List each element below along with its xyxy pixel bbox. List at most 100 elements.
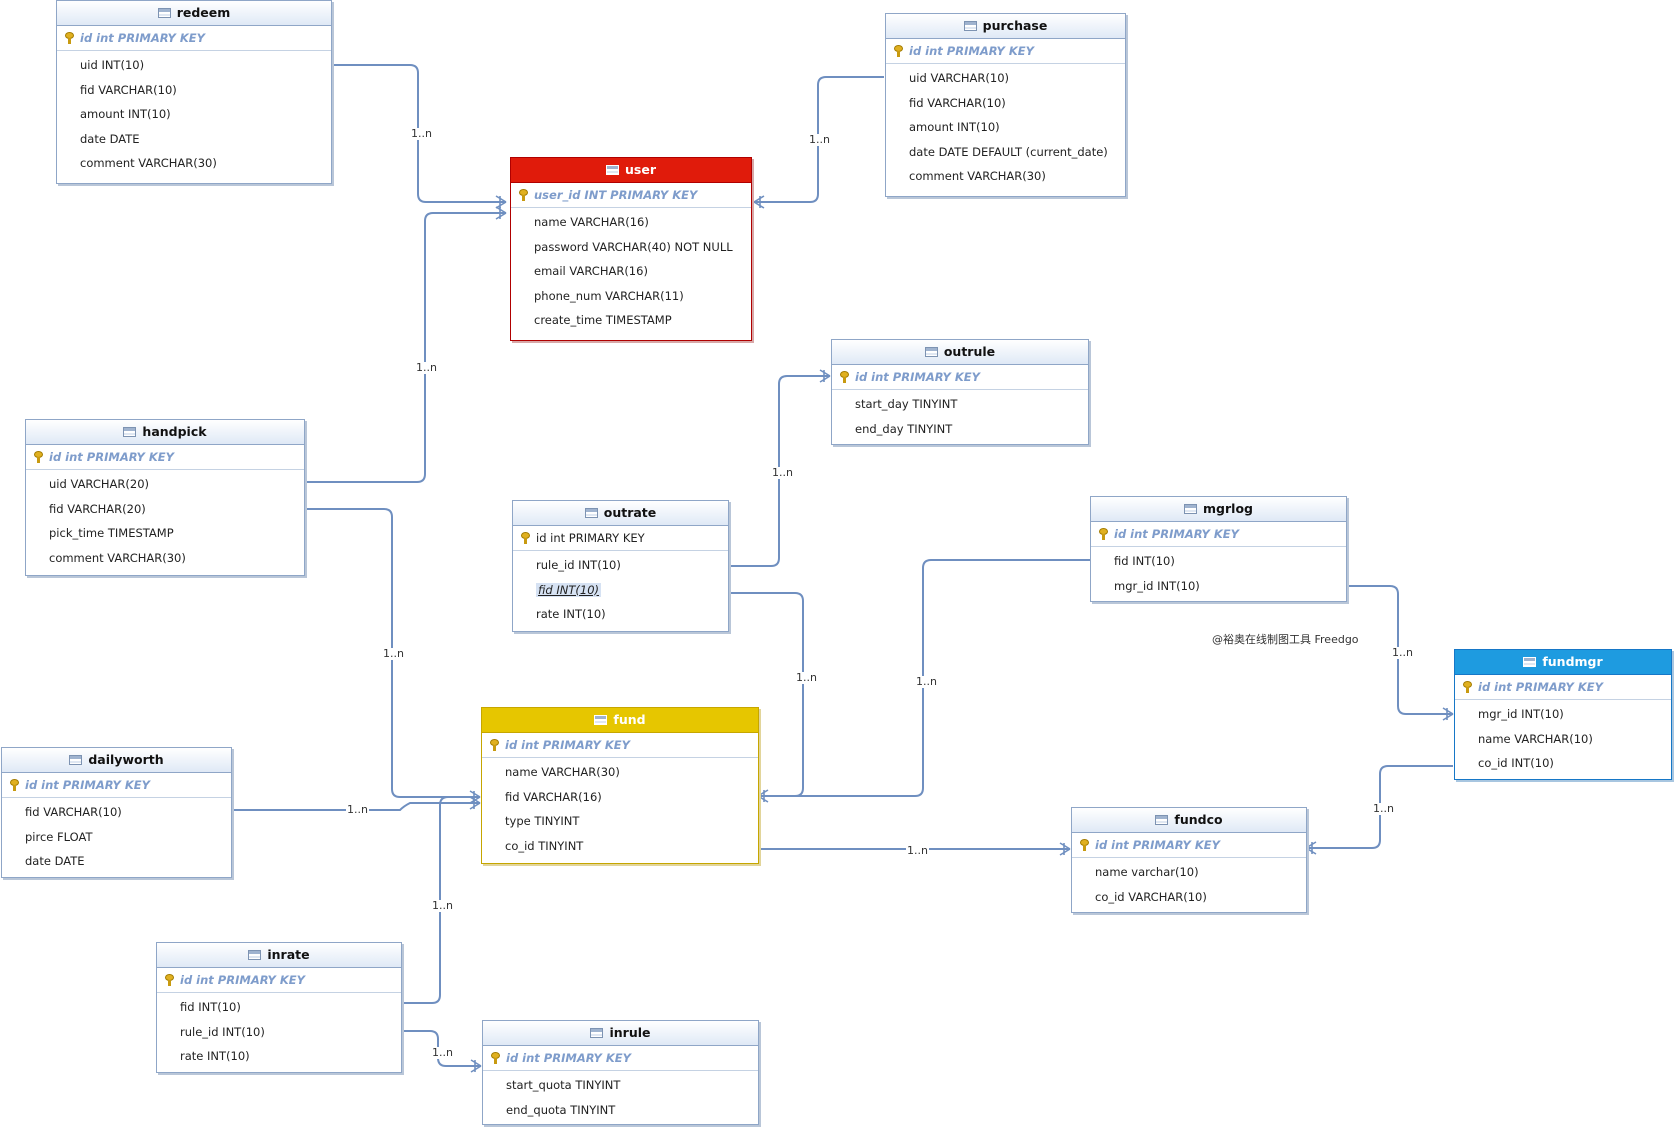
column-row: end_day TINYINT — [855, 421, 953, 436]
multiplicity-label: 1..n — [410, 127, 433, 140]
column-row: comment VARCHAR(30) — [80, 156, 217, 170]
watermark-text: @裕奥在线制图工具 Freedgo — [1212, 633, 1359, 646]
link-handpick-user — [304, 212, 506, 483]
table-name: fund — [613, 712, 646, 727]
primary-key-text: id int PRIMARY KEY — [1478, 680, 1603, 694]
table-inrule[interactable]: inrule id int PRIMARY KEY start_quota TI… — [482, 1020, 759, 1125]
table-user[interactable]: user user_id INT PRIMARY KEY name VARCHA… — [510, 157, 752, 341]
key-icon — [1463, 681, 1472, 693]
table-outrule[interactable]: outrule id int PRIMARY KEY start_day TIN… — [831, 339, 1089, 445]
table-redeem[interactable]: redeem id int PRIMARY KEY uid INT(10) fi… — [56, 0, 332, 184]
primary-key-row: id int PRIMARY KEY — [513, 526, 728, 551]
column-row: rule_id INT(10) — [180, 1024, 265, 1039]
primary-key-row: id int PRIMARY KEY — [157, 968, 401, 993]
multiplicity-label: 1..n — [771, 466, 794, 479]
column-row: co_id TINYINT — [505, 838, 584, 853]
column-row: uid VARCHAR(20) — [49, 477, 149, 491]
key-icon — [521, 532, 530, 544]
table-name: handpick — [142, 424, 207, 439]
table-header: redeem — [57, 1, 331, 26]
column-row: date DATE — [25, 854, 85, 868]
key-icon — [165, 974, 174, 986]
primary-key-text: id int PRIMARY KEY — [1095, 838, 1220, 852]
primary-key-row: id int PRIMARY KEY — [886, 39, 1125, 64]
table-inrate[interactable]: inrate id int PRIMARY KEY fid INT(10) ru… — [156, 942, 402, 1073]
column-row: amount INT(10) — [909, 120, 1000, 134]
table-icon — [248, 950, 262, 960]
table-handpick[interactable]: handpick id int PRIMARY KEY uid VARCHAR(… — [25, 419, 305, 576]
table-icon — [1155, 815, 1169, 825]
column-row: name varchar(10) — [1095, 865, 1199, 879]
table-name: outrate — [603, 505, 657, 520]
primary-key-row: id int PRIMARY KEY — [26, 445, 304, 470]
column-row: name VARCHAR(30) — [505, 765, 620, 779]
table-header: user — [511, 158, 751, 183]
table-fundmgr[interactable]: fundmgr id int PRIMARY KEY mgr_id INT(10… — [1454, 649, 1672, 780]
table-header: outrule — [832, 340, 1088, 365]
column-row: start_day TINYINT — [855, 397, 958, 411]
table-header: dailyworth — [2, 748, 231, 773]
table-header: fundco — [1072, 808, 1306, 833]
primary-key-text: id int PRIMARY KEY — [80, 31, 205, 45]
table-fund[interactable]: fund id int PRIMARY KEY name VARCHAR(30)… — [481, 707, 759, 864]
column-row: pick_time TIMESTAMP — [49, 526, 174, 540]
key-icon — [519, 189, 528, 201]
column-row: fid INT(10) — [180, 1000, 241, 1014]
primary-key-row: user_id INT PRIMARY KEY — [511, 183, 751, 208]
multiplicity-label: 1..n — [431, 1046, 454, 1059]
column-row: rate INT(10) — [536, 607, 606, 621]
table-icon — [69, 755, 83, 765]
column-row: date DATE — [80, 131, 140, 146]
column-row: phone_num VARCHAR(11) — [534, 288, 684, 303]
column-row: fid VARCHAR(10) — [25, 805, 122, 819]
table-icon — [924, 347, 938, 357]
column-row: fid VARCHAR(10) — [80, 82, 177, 97]
table-mgrlog[interactable]: mgrlog id int PRIMARY KEY fid INT(10) mg… — [1090, 496, 1347, 602]
column-row: mgr_id INT(10) — [1114, 578, 1200, 593]
multiplicity-label: 1..n — [906, 844, 929, 857]
multiplicity-label: 1..n — [795, 671, 818, 684]
multiplicity-label: 1..n — [808, 133, 831, 146]
column-row: rule_id INT(10) — [536, 558, 621, 572]
primary-key-text: user_id INT PRIMARY KEY — [534, 188, 698, 202]
table-dailyworth[interactable]: dailyworth id int PRIMARY KEY fid VARCHA… — [1, 747, 232, 878]
column-row-selected[interactable]: fid INT(10) — [513, 578, 728, 603]
column-row: end_quota TINYINT — [506, 1102, 616, 1117]
column-row: name VARCHAR(10) — [1478, 731, 1593, 746]
table-icon — [584, 508, 598, 518]
table-name: outrule — [943, 344, 996, 359]
table-name: redeem — [176, 5, 231, 20]
key-icon — [34, 451, 43, 463]
column-row: rate INT(10) — [180, 1049, 250, 1063]
column-row: mgr_id INT(10) — [1478, 707, 1564, 721]
table-icon — [594, 715, 608, 725]
table-icon — [963, 21, 977, 31]
key-icon — [491, 1052, 500, 1064]
primary-key-row: id int PRIMARY KEY — [1091, 522, 1346, 547]
table-header: inrate — [157, 943, 401, 968]
primary-key-text: id int PRIMARY KEY — [49, 450, 174, 464]
column-row: co_id INT(10) — [1478, 756, 1554, 770]
column-row: comment VARCHAR(30) — [909, 169, 1046, 183]
multiplicity-label: 1..n — [431, 899, 454, 912]
column-row: password VARCHAR(40) NOT NULL — [534, 239, 733, 254]
multiplicity-label: 1..n — [382, 647, 405, 660]
multiplicity-label: 1..n — [1372, 802, 1395, 815]
table-name: user — [625, 162, 656, 177]
table-icon — [157, 8, 171, 18]
primary-key-row: id int PRIMARY KEY — [482, 733, 758, 758]
table-purchase[interactable]: purchase id int PRIMARY KEY uid VARCHAR(… — [885, 13, 1126, 197]
column-row: pirce FLOAT — [25, 829, 93, 844]
column-text: fid INT(10) — [536, 582, 602, 597]
primary-key-text: id int PRIMARY KEY — [505, 738, 630, 752]
table-header: outrate — [513, 501, 728, 526]
primary-key-text: id int PRIMARY KEY — [180, 973, 305, 987]
column-row: fid VARCHAR(16) — [505, 789, 602, 804]
table-outrate[interactable]: outrate id int PRIMARY KEY rule_id INT(1… — [512, 500, 729, 632]
table-fundco[interactable]: fundco id int PRIMARY KEY name varchar(1… — [1071, 807, 1307, 913]
table-name: dailyworth — [88, 752, 164, 767]
multiplicity-label: 1..n — [1391, 646, 1414, 659]
column-row: fid VARCHAR(20) — [49, 501, 146, 516]
column-row: start_quota TINYINT — [506, 1078, 621, 1092]
